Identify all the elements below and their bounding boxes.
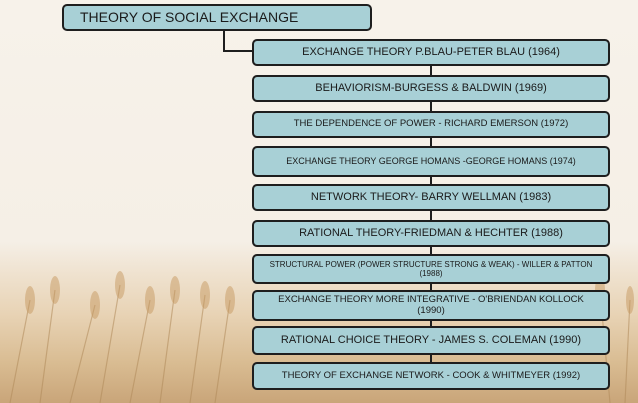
theory-node-kollock: EXCHANGE THEORY MORE INTEGRATIVE - O'BRI…	[252, 290, 610, 321]
theory-node-wellman: NETWORK THEORY- BARRY WELLMAN (1983)	[252, 184, 610, 211]
theory-node-homans: EXCHANGE THEORY GEORGE HOMANS -GEORGE HO…	[252, 146, 610, 177]
theory-node-label: BEHAVIORISM-BURGESS & BALDWIN (1969)	[315, 82, 547, 95]
theory-root-label: THEORY OF SOCIAL EXCHANGE	[80, 9, 299, 26]
theory-node-label: EXCHANGE THEORY GEORGE HOMANS -GEORGE HO…	[286, 156, 576, 167]
theory-node-label: NETWORK THEORY- BARRY WELLMAN (1983)	[310, 191, 552, 204]
root-connector-vertical	[223, 31, 225, 52]
theory-node-label: THEORY OF EXCHANGE NETWORK - COOK & WHIT…	[281, 369, 581, 381]
theory-node-cook-whitmeyer: THEORY OF EXCHANGE NETWORK - COOK & WHIT…	[252, 362, 610, 390]
theory-node-coleman: RATIONAL CHOICE THEORY - JAMES S. COLEMA…	[252, 326, 610, 355]
theory-node-label: EXCHANGE THEORY MORE INTEGRATIVE - O'BRI…	[278, 293, 584, 316]
theory-node-label: RATIONAL CHOICE THEORY - JAMES S. COLEMA…	[280, 334, 582, 347]
theory-node-label: STRUCTURAL POWER (POWER STRUCTURE STRONG…	[269, 259, 593, 278]
root-connector-horizontal	[223, 50, 253, 52]
theory-node-friedman-hechter: RATIONAL THEORY-FRIEDMAN & HECHTER (1988…	[252, 220, 610, 247]
theory-node-blau: EXCHANGE THEORY P.BLAU-PETER BLAU (1964)	[252, 39, 610, 66]
theory-node-label: THE DEPENDENCE OF POWER - RICHARD EMERSO…	[293, 118, 569, 130]
theory-node-label: EXCHANGE THEORY P.BLAU-PETER BLAU (1964)	[302, 46, 560, 59]
theory-node-willer-patton: STRUCTURAL POWER (POWER STRUCTURE STRONG…	[252, 254, 610, 284]
theory-node-behaviorism: BEHAVIORISM-BURGESS & BALDWIN (1969)	[252, 75, 610, 102]
theory-node-emerson: THE DEPENDENCE OF POWER - RICHARD EMERSO…	[252, 111, 610, 138]
theory-node-label: RATIONAL THEORY-FRIEDMAN & HECHTER (1988…	[299, 227, 563, 240]
theory-root-node: THEORY OF SOCIAL EXCHANGE	[62, 4, 372, 31]
